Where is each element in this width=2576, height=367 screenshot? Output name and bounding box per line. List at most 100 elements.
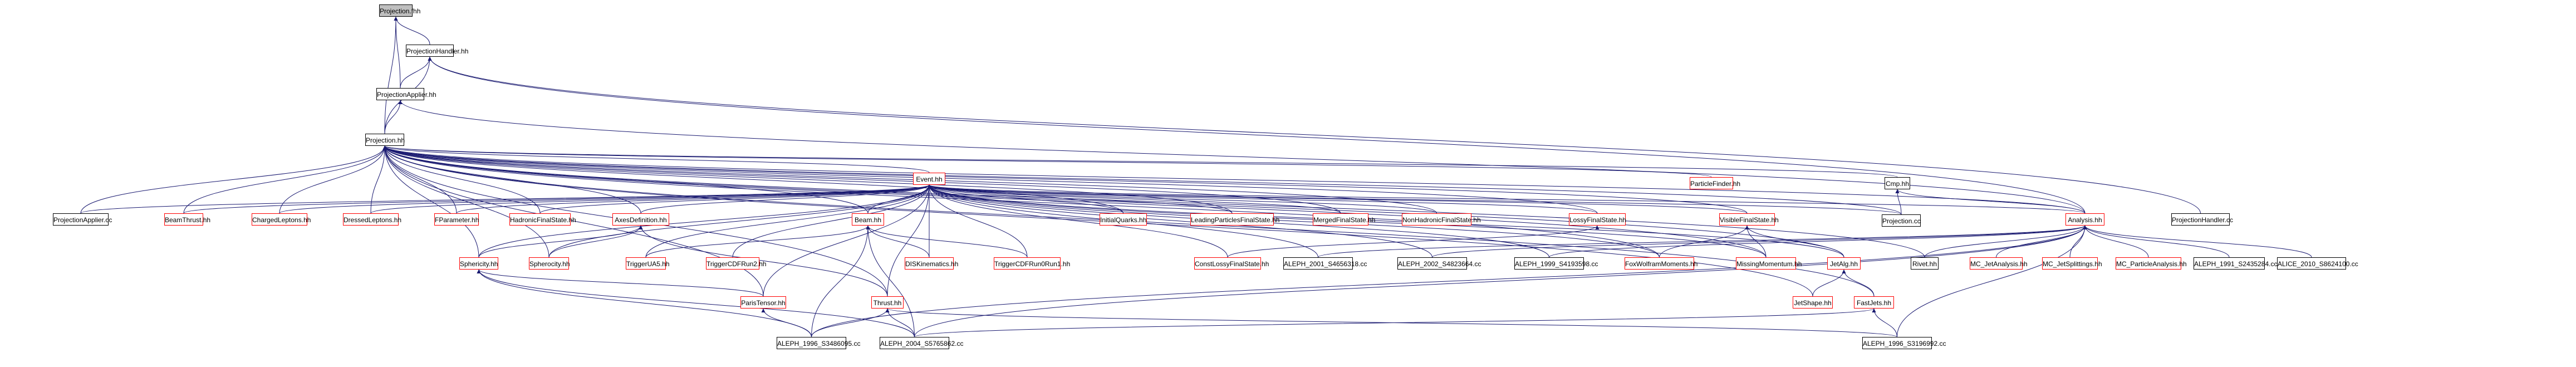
node-particlefinder-hh[interactable]: ParticleFinder.hh [1690, 177, 1740, 189]
node-constlossyfinalstate-hh[interactable]: ConstLossyFinalState.hh [1194, 257, 1269, 270]
node-triggerua5-hh[interactable]: TriggerUA5.hh [626, 257, 670, 270]
node-lossyfinalstate-hh[interactable]: LossyFinalState.hh [1569, 213, 1626, 226]
node-mergedfinalstate-hh[interactable]: MergedFinalState.hh [1313, 213, 1375, 226]
edge-fastjets-hh-to-jetalg-hh [1842, 269, 1875, 297]
edge-initialquarks-hh-to-projection-hh [382, 145, 1123, 214]
edge-visiblefinalstate-hh-to-event-hh [927, 184, 1748, 214]
node-aleph-2004-s5765862-cc[interactable]: ALEPH_2004_S5765862.cc [880, 337, 963, 349]
node-missingmomentum-hh[interactable]: MissingMomentum.hh [1736, 257, 1802, 270]
node-mc-jetsplittings-hh[interactable]: MC_JetSplittings.hh [2042, 257, 2102, 270]
edge-thrust-hh-to-axesdefinition-hh [639, 225, 888, 297]
edge-aleph-2002-s4823664-cc-to-event-hh [927, 184, 1432, 258]
node-projectionhandler-hh[interactable]: ProjectionHandler.hh [406, 45, 468, 57]
node-beam-hh[interactable]: Beam.hh [852, 213, 884, 226]
node-initialquarks-hh[interactable]: InitialQuarks.hh [1100, 213, 1147, 226]
edge-jetshape-hh-to-jetalg-hh [1812, 269, 1846, 297]
node-mc-particleanalysis-hh[interactable]: MC_ParticleAnalysis.hh [2116, 257, 2187, 270]
node-spherocity-hh[interactable]: Spherocity.hh [529, 257, 570, 270]
edge-triggercdfrun2-hh-to-event-hh [732, 184, 931, 258]
node-aleph-2001-s4656318-cc[interactable]: ALEPH_2001_S4656318.cc [1283, 257, 1367, 270]
edge-triggercdfrun0run1-hh-to-event-hh [927, 184, 1028, 258]
edge-beamthrust-hh-to-event-hh [183, 184, 931, 214]
edge-analysis-hh-to-event-hh [928, 184, 2086, 214]
node-mc-jetanalysis-hh[interactable]: MC_JetAnalysis.hh [1970, 257, 2028, 270]
edge-aleph-1991-s2435284-cc-to-analysis-hh [2083, 225, 2230, 258]
edge-analysis-hh-to-cmp-hh [1895, 189, 2086, 214]
node-aleph-1996-s3486095-cc[interactable]: ALEPH_1996_S3486095.cc [777, 337, 860, 349]
edge-aleph-1996-s3486095-cc-to-beam-hh [811, 225, 870, 337]
edge-mergedfinalstate-hh-to-projection-hh [382, 145, 1341, 214]
node-alice-2010-s8624100-cc[interactable]: ALICE_2010_S8624100.cc [2277, 257, 2358, 270]
node-leadingparticlesfinalstate-hh[interactable]: LeadingParticlesFinalState.hh [1190, 213, 1279, 226]
edge-triggerua5-hh-to-event-hh [645, 184, 931, 258]
node-axesdefinition-hh[interactable]: AxesDefinition.hh [612, 213, 669, 226]
edge-nonhadronicfinalstate-hh-to-event-hh [927, 184, 1437, 214]
node-cmp-hh[interactable]: Cmp.hh [1885, 177, 1910, 189]
node-projectionapplier-cc[interactable]: ProjectionApplier.cc [53, 213, 112, 226]
edge-aleph-2004-s5765862-cc-to-sphericity-hh [477, 269, 915, 337]
edge-fparameter-hh-to-event-hh [456, 184, 931, 214]
node-aleph-1991-s2435284-cc[interactable]: ALEPH_1991_S2435284.cc [2194, 257, 2277, 270]
node-analysis-hh[interactable]: Analysis.hh [2065, 213, 2104, 226]
edge-jetalg-hh-to-event-hh [927, 184, 1844, 258]
node-event-hh[interactable]: Event.hh [913, 173, 945, 185]
edge-chargedleptons-hh-to-event-hh [279, 184, 931, 214]
edge-diskinematics-hh-to-beam-hh [866, 225, 930, 258]
edge-lossyfinalstate-hh-to-projection-hh [382, 145, 1598, 214]
node-beamthrust-hh[interactable]: BeamThrust.hh [164, 213, 210, 226]
edge-mc-particleanalysis-hh-to-analysis-hh [2083, 225, 2149, 258]
node-jetshape-hh[interactable]: JetShape.hh [1793, 296, 1833, 309]
node-foxwolframmoments-hh[interactable]: FoxWolframMoments.hh [1625, 257, 1697, 270]
edge-thrust-hh-to-event-hh [887, 184, 931, 297]
node-aleph-2002-s4823664-cc[interactable]: ALEPH_2002_S4823664.cc [1397, 257, 1481, 270]
node-projection-cc[interactable]: Projection.cc [1882, 214, 1921, 227]
edge-initialquarks-hh-to-event-hh [927, 184, 1123, 214]
node-paristensor-hh[interactable]: ParisTensor.hh [740, 296, 786, 309]
node-chargedleptons-hh[interactable]: ChargedLeptons.hh [252, 213, 311, 226]
node-rivet-hh[interactable]: Rivet.hh [1911, 257, 1939, 270]
edge-aleph-1999-s4193598-cc-to-analysis-hh [1549, 225, 2087, 258]
edge-mergedfinalstate-hh-to-event-hh [927, 184, 1341, 214]
node-projectionapplier-hh[interactable]: ProjectionApplier.hh [376, 88, 436, 100]
edge-jetshape-hh-to-projection-hh [382, 145, 1813, 297]
node-thrust-hh[interactable]: Thrust.hh [871, 296, 904, 309]
edge-hadronicfinalstate-hh-to-projection-hh [382, 145, 541, 214]
edge-hadronicfinalstate-hh-to-event-hh [539, 184, 931, 214]
node-diskinematics-hh[interactable]: DISKinematics.hh [905, 257, 958, 270]
edge-missingmomentum-hh-to-projection-hh [382, 145, 1767, 258]
node-fastjets-hh[interactable]: FastJets.hh [1854, 296, 1894, 309]
edge-cmp-hh-to-projection-hh [383, 145, 1898, 178]
node-visiblefinalstate-hh[interactable]: VisibleFinalState.hh [1719, 213, 1779, 226]
node-triggercdfrun2-hh[interactable]: TriggerCDFRun2.hh [706, 257, 767, 270]
edge-dressedleptons-hh-to-event-hh [370, 184, 931, 214]
edge-aleph-1996-s3196992-cc-to-fastjets-hh [1872, 308, 1897, 337]
edge-projection-hh-to-projection-fhh [384, 16, 398, 134]
edge-aleph-1996-s3196992-cc-to-analysis-hh [1897, 225, 2087, 337]
edge-nonhadronicfinalstate-hh-to-projection-hh [382, 145, 1437, 214]
edge-projectionapplier-cc-to-projection-hh [80, 145, 387, 214]
edge-jetalg-hh-to-visiblefinalstate-hh [1745, 225, 1844, 258]
edge-projection-hh-to-projectionapplier-hh [384, 100, 403, 134]
node-nonhadronicfinalstate-hh[interactable]: NonHadronicFinalState.hh [1402, 213, 1481, 226]
node-fparameter-hh[interactable]: FParameter.hh [434, 213, 479, 226]
edge-foxwolframmoments-hh-to-projection-hh [382, 145, 1660, 258]
node-jetalg-hh[interactable]: JetAlg.hh [1827, 257, 1861, 270]
node-aleph-1999-s4193598-cc[interactable]: ALEPH_1999_S4193598.cc [1514, 257, 1598, 270]
node-projectionhandler-cc[interactable]: ProjectionHandler.cc [2171, 213, 2233, 226]
edge-projectionapplier-hh-to-projectionhandler-hh [400, 56, 432, 89]
node-hadronicfinalstate-hh[interactable]: HadronicFinalState.hh [509, 213, 576, 226]
edge-aleph-2002-s4823664-cc-to-analysis-hh [1432, 225, 2087, 258]
edge-projectionapplier-cc-to-event-hh [80, 184, 931, 214]
node-dressedleptons-hh[interactable]: DressedLeptons.hh [343, 213, 401, 226]
node-projection-hh[interactable]: Projection.hh [365, 134, 405, 146]
edge-chargedleptons-hh-to-projection-hh [279, 145, 387, 214]
edge-jetalg-hh-to-projection-hh [382, 145, 1844, 258]
edge-aleph-1996-s3486095-cc-to-paristensor-hh [761, 308, 812, 337]
edge-aleph-2004-s5765862-cc-to-fastjets-hh [914, 308, 1876, 337]
edge-event-hh-to-projection-hh [382, 145, 930, 173]
dependency-edges [80, 16, 2312, 337]
node-sphericity-hh[interactable]: Sphericity.hh [459, 257, 498, 270]
node-aleph-1996-s3196992-cc[interactable]: ALEPH_1996_S3196992.cc [1862, 337, 1946, 349]
node-triggercdfrun0run1-hh[interactable]: TriggerCDFRun0Run1.hh [994, 257, 1070, 270]
